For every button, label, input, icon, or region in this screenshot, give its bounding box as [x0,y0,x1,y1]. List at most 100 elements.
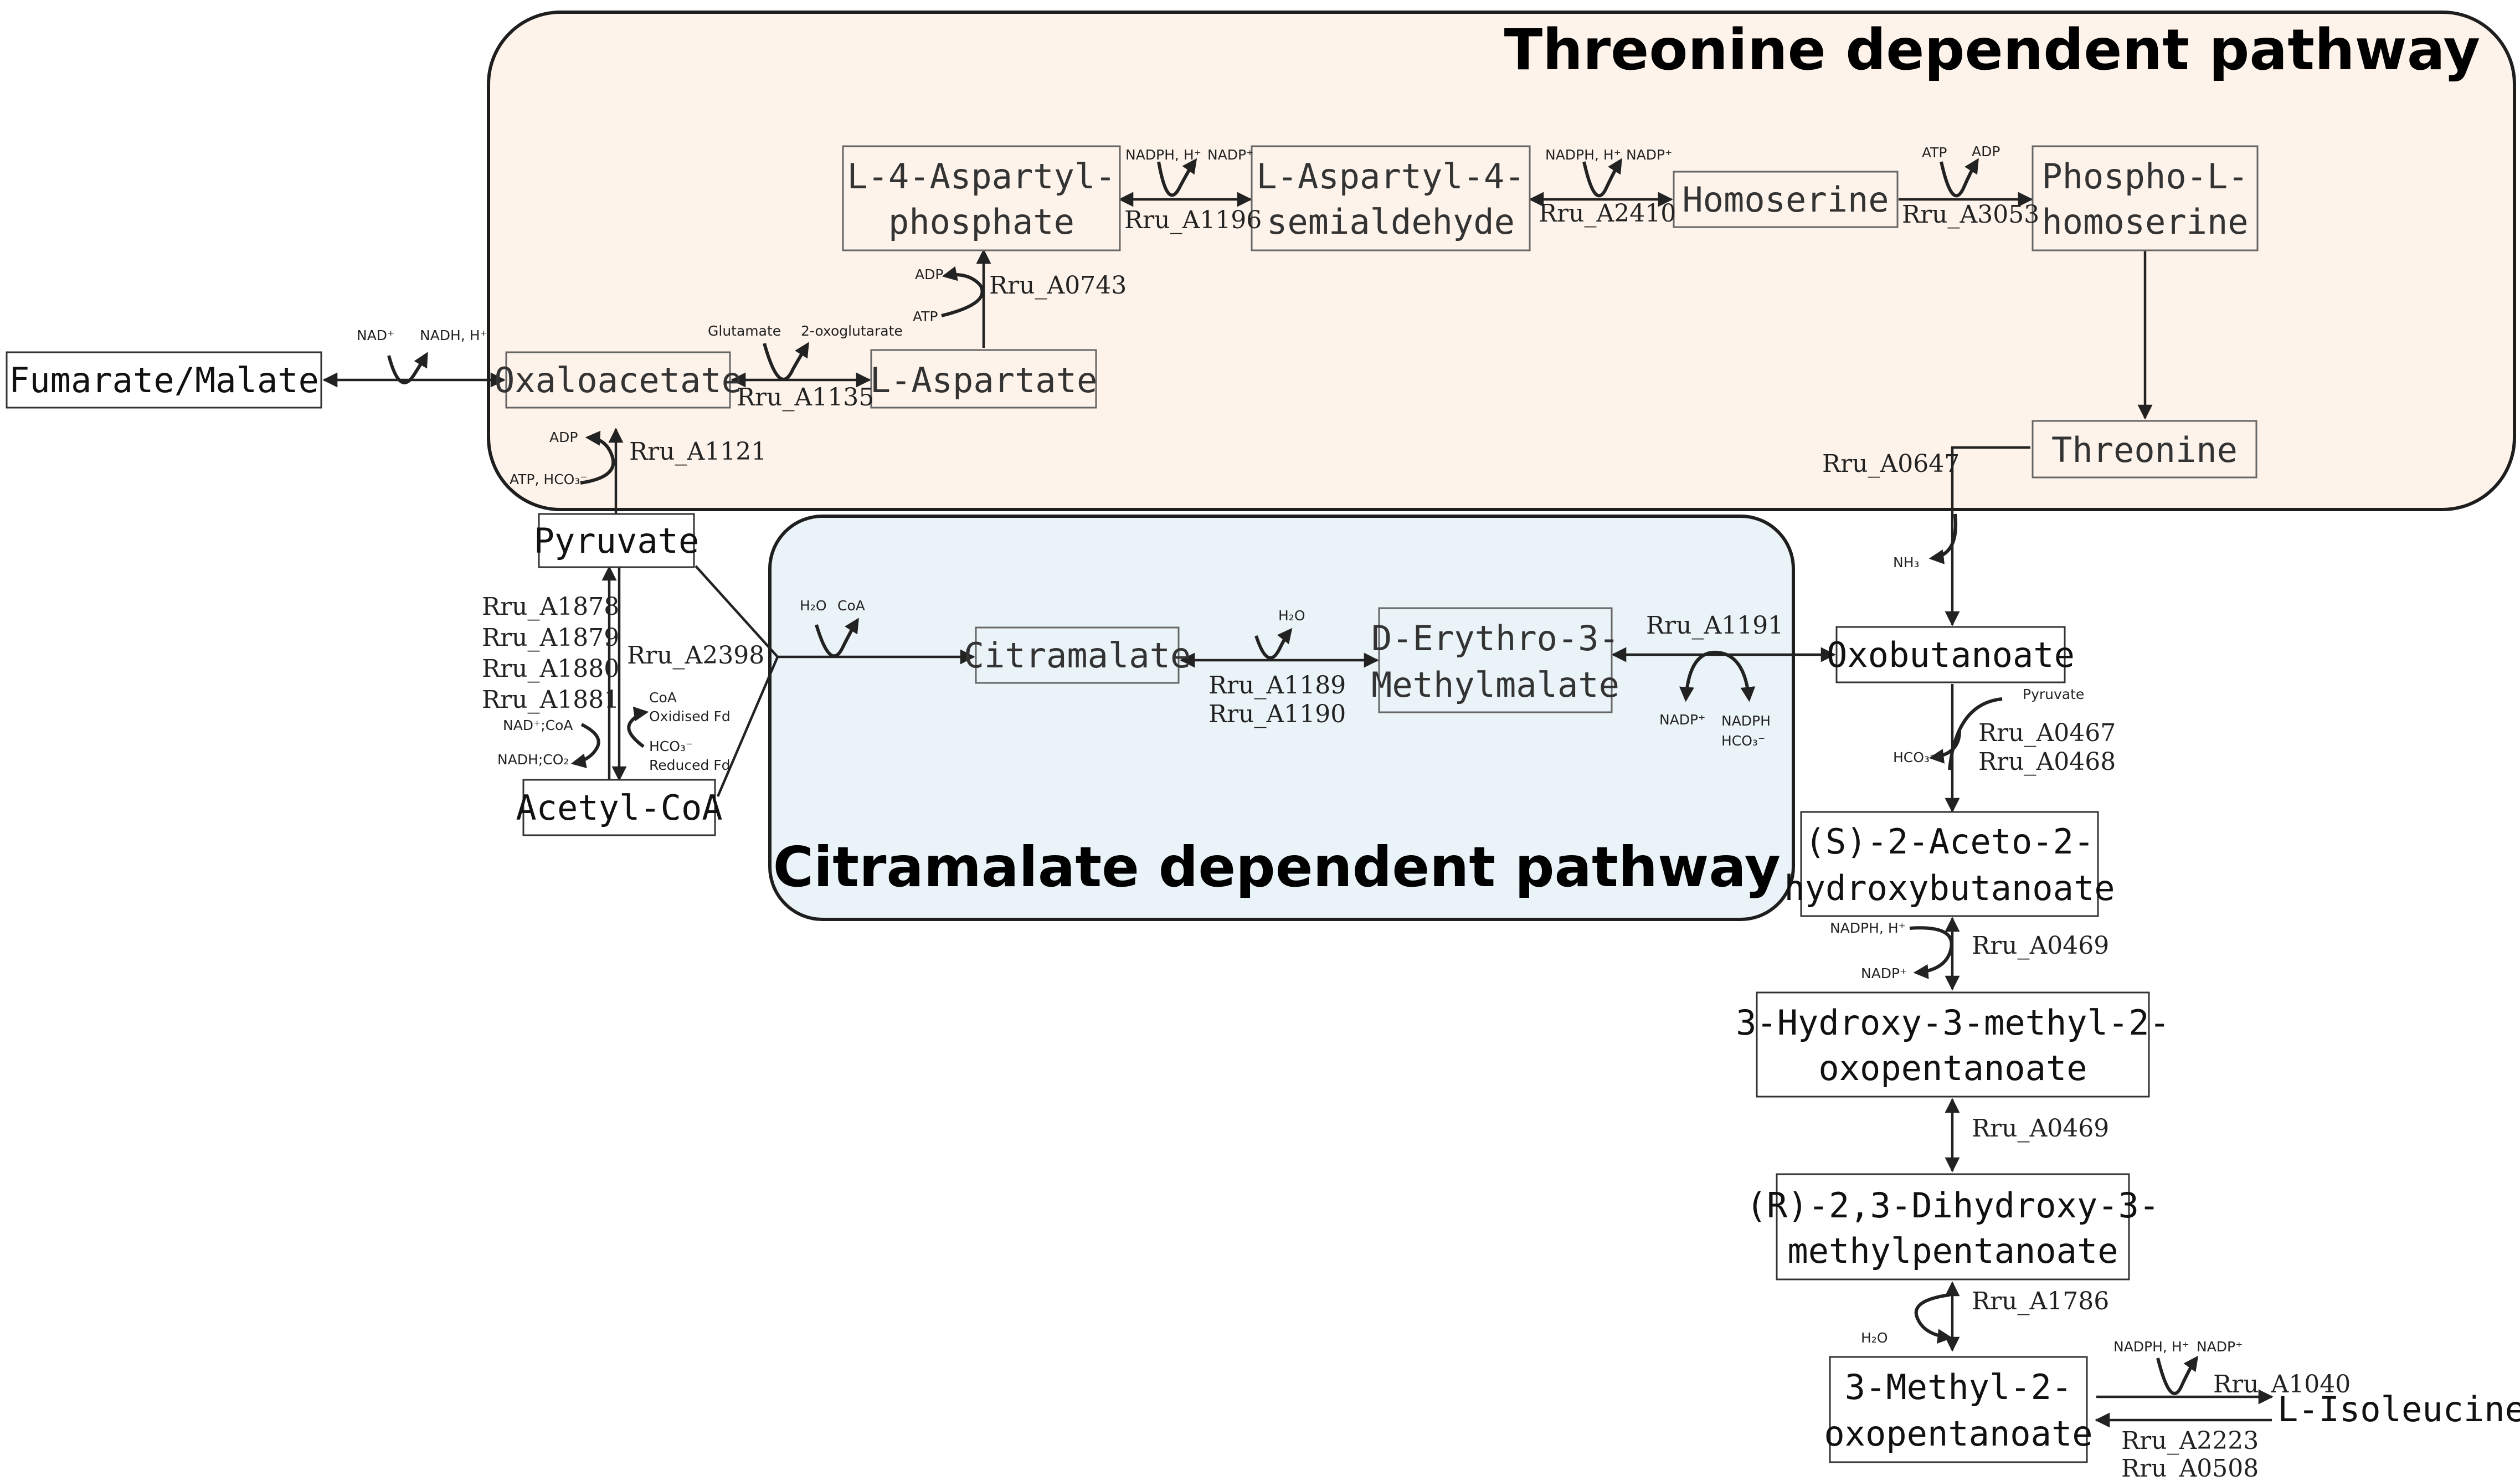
enzyme-rru-a0743: Rru_A0743 [989,271,1127,300]
cofactor-nadp-plus-4: NADP⁺ [1861,965,1907,981]
enzyme-rru-a0647: Rru_A0647 [1822,450,1960,478]
cofactor-glutamate: Glutamate [708,323,781,339]
svg-text:L-Aspartyl-4-: L-Aspartyl-4- [1256,156,1525,197]
cofactor-nad-coa: NAD⁺;CoA [503,717,573,733]
enzyme-rru-a2410: Rru_A2410 [1539,199,1676,228]
enzyme-rru-a1191: Rru_A1191 [1646,611,1783,640]
svg-text:Pyruvate: Pyruvate [534,521,700,561]
cofactor-nadp-plus-3: NADP⁺ [1659,712,1705,728]
cofactor-nadp-plus-5: NADP⁺ [2197,1339,2243,1355]
cofactor-adp-2: ADP [1972,143,2000,160]
enzyme-rru-a1196: Rru_A1196 [1124,206,1262,234]
node-r-2-3-dihydroxy-3-methylpentanoate: (R)-2,3-Dihydroxy-3- methylpentanoate [1746,1173,2160,1281]
node-homoserine: Homoserine [1673,171,1899,228]
cofactor-nadp-plus: NADP⁺ [1207,147,1253,163]
cofactor-nadph: NADPH [1721,713,1771,729]
cofactor-hco3: HCO₃⁻ [649,738,693,754]
node-l-4-aspartyl-phosphate: L-4-Aspartyl- phosphate [842,145,1121,251]
enzyme-rru-a1121: Rru_A1121 [629,438,767,466]
node-phospho-l-homoserine: Phospho-L- homoserine [2032,145,2259,251]
enzyme-rru-a0467: Rru_A0467 [1978,719,2116,747]
cofactor-coa: CoA [649,690,677,706]
enzyme-rru-a3053: Rru_A3053 [1902,200,2039,229]
enzyme-rru-a0508: Rru_A0508 [2121,1454,2259,1481]
cofactor-nadp-plus-2: NADP⁺ [1626,147,1672,163]
cofactor-atp-2: ATP [1922,145,1947,161]
svg-text:Phospho-L-: Phospho-L- [2041,156,2248,197]
svg-text:oxopentanoate: oxopentanoate [1824,1413,2092,1454]
svg-text:Homoserine: Homoserine [1682,179,1889,220]
svg-text:Fumarate/Malate: Fumarate/Malate [9,360,319,400]
cofactor-atp: ATP [913,308,938,325]
node-s-2-aceto-2-hydroxybutanoate: (S)-2-Aceto-2- hydroxybutanoate [1784,811,2115,917]
node-l-aspartyl-4-semialdehyde: L-Aspartyl-4- semialdehyde [1251,145,1531,251]
cofactor-nadph-h-2: NADPH, H⁺ [1545,147,1621,163]
node-oxaloacetate: Oxaloacetate [494,351,742,409]
cofactor-labels: NAD⁺ NADH, H⁺ Glutamate 2-oxoglutarate A… [357,143,2243,1355]
citramalate-pathway-title: Citramalate dependent pathway [773,835,1781,899]
enzyme-labels: Rru_A1135 Rru_A0743 Rru_A1196 Rru_A2410 … [482,199,2351,1481]
node-oxobutanoate: Oxobutanoate [1827,626,2075,683]
svg-text:Methylmalate: Methylmalate [1371,665,1619,705]
cofactor-nadph-h-4: NADPH, H⁺ [2113,1339,2189,1355]
cofactor-adp-3: ADP [549,429,578,445]
cofactor-nh3: NH₃ [1893,554,1920,570]
cofactor-nadph-h-3: NADPH, H⁺ [1830,920,1906,936]
enzyme-rru-a1878: Rru_A1878 [482,593,619,621]
svg-text:methylpentanoate: methylpentanoate [1787,1231,2118,1271]
svg-text:Oxobutanoate: Oxobutanoate [1827,635,2075,675]
cofactor-coa-2: CoA [837,598,865,614]
node-pyruvate: Pyruvate [534,513,700,568]
enzyme-rru-a1880: Rru_A1880 [482,655,619,683]
threonine-pathway-title: Threonine dependent pathway [1504,17,2480,83]
enzyme-rru-a1879: Rru_A1879 [482,624,619,652]
node-3-hydroxy-3-methyl-2-oxopentanoate: 3-Hydroxy-3-methyl-2- oxopentanoate [1736,991,2170,1098]
enzyme-rru-a1135: Rru_A1135 [737,383,874,412]
enzyme-rru-a1189: Rru_A1189 [1208,671,1346,700]
svg-text:Acetyl-CoA: Acetyl-CoA [516,788,722,828]
node-acetyl-coa: Acetyl-CoA [516,779,723,836]
cofactor-h2o-2: H₂O [1278,608,1305,624]
cofactor-nadh-h: NADH, H⁺ [420,327,487,343]
cofactor-adp: ADP [915,266,943,282]
cofactor-2-oxoglutarate: 2-oxoglutarate [801,323,903,339]
cofactor-nad-plus: NAD⁺ [357,327,394,343]
svg-text:3-Methyl-2-: 3-Methyl-2- [1845,1367,2072,1407]
svg-text:semialdehyde: semialdehyde [1267,202,1515,242]
cofactor-pyruvate: Pyruvate [2023,686,2084,702]
cofactor-reduced-fd: Reduced Fd [649,757,731,773]
cofactor-atp-hco3: ATP, HCO₃⁻ [510,471,588,487]
node-fumarate-malate: Fumarate/Malate [6,351,322,409]
enzyme-rru-a2398: Rru_A2398 [627,641,764,670]
node-l-isoleucine: L-Isoleucine [2277,1389,2520,1429]
cofactor-nadh-co2: NADH;CO₂ [497,752,569,768]
node-d-erythro-3-methylmalate: D-Erythro-3- Methylmalate [1371,607,1619,713]
cofactor-hco3-2: HCO₃⁻ [1721,733,1765,749]
cofactor-oxidised-fd: Oxidised Fd [649,708,731,724]
svg-text:homoserine: homoserine [2041,202,2248,242]
svg-text:(R)-2,3-Dihydroxy-3-: (R)-2,3-Dihydroxy-3- [1746,1185,2160,1226]
svg-text:oxopentanoate: oxopentanoate [1818,1048,2087,1088]
svg-text:phosphate: phosphate [888,202,1074,242]
svg-text:3-Hydroxy-3-methyl-2-: 3-Hydroxy-3-methyl-2- [1736,1002,2170,1043]
svg-text:(S)-2-Aceto-2-: (S)-2-Aceto-2- [1805,821,2095,862]
enzyme-rru-a0469-2: Rru_A0469 [1972,1114,2109,1143]
cofactor-h2o-3: H₂O [1861,1330,1888,1346]
svg-text:L-4-Aspartyl-: L-4-Aspartyl- [847,156,1115,197]
svg-text:Oxaloacetate: Oxaloacetate [494,360,742,400]
enzyme-rru-a0468: Rru_A0468 [1978,748,2116,776]
svg-text:L-Isoleucine: L-Isoleucine [2277,1389,2520,1429]
cofactor-nadph-h: NADPH, H⁺ [1125,147,1201,163]
svg-text:L-Aspartate: L-Aspartate [870,360,1098,400]
enzyme-rru-a1040: Rru_A1040 [2213,1370,2351,1398]
svg-text:Threonine: Threonine [2051,430,2238,470]
node-citramalate: Citramalate [964,626,1191,684]
enzyme-rru-a1786: Rru_A1786 [1972,1287,2109,1315]
svg-text:Citramalate: Citramalate [964,635,1191,676]
svg-text:D-Erythro-3-: D-Erythro-3- [1371,618,1619,659]
enzyme-rru-a2223: Rru_A2223 [2121,1427,2259,1455]
node-3-methyl-2-oxopentanoate: 3-Methyl-2- oxopentanoate [1824,1356,2093,1463]
cofactor-hco3-3: HCO₃⁻ [1893,749,1937,765]
reaction-arrows [322,158,2274,1428]
